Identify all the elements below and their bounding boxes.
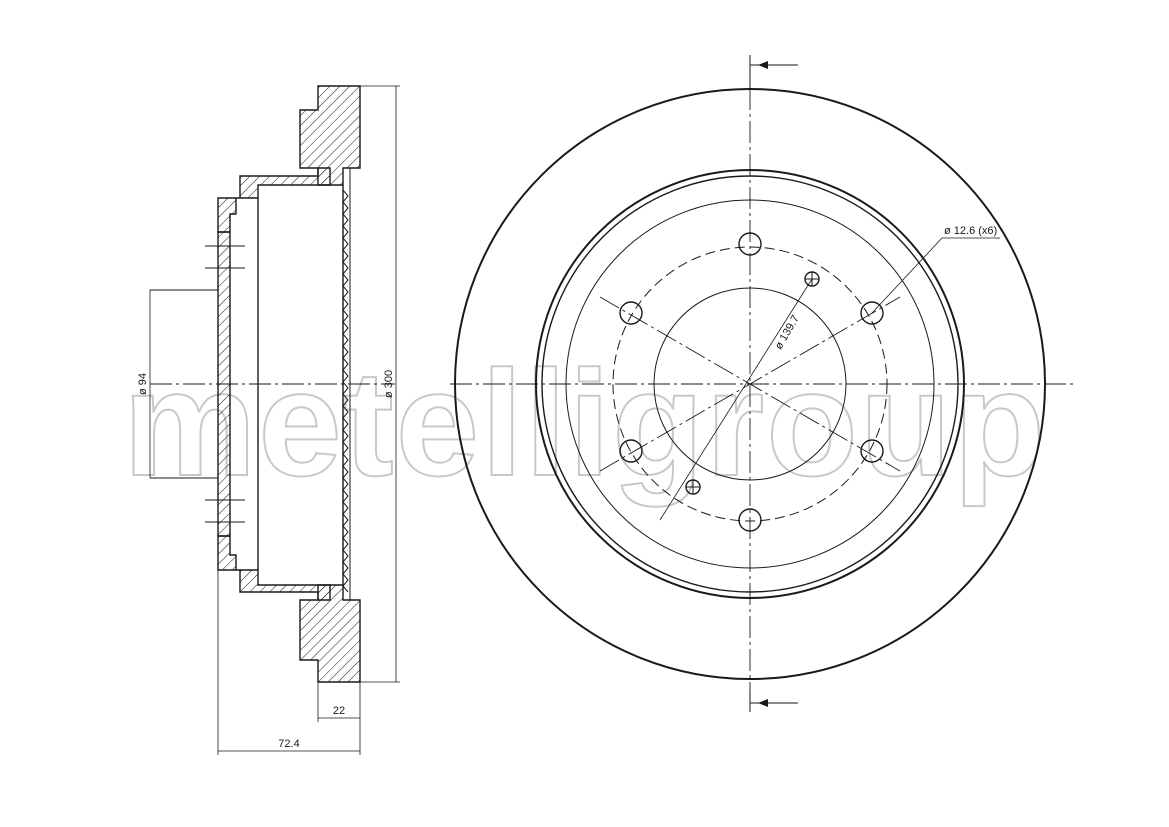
hat-section-upper bbox=[217, 167, 331, 233]
bolt-hole bbox=[619, 301, 643, 325]
watermark: metelligroup bbox=[123, 339, 1047, 507]
dimension-outer-diameter: ø 300 bbox=[383, 370, 395, 398]
dimension-bolt-hole: ø 12.6 (x6) bbox=[944, 225, 997, 237]
bolt-hole bbox=[619, 439, 643, 463]
hat-section-lower bbox=[217, 535, 331, 601]
dimension-overall-height: 72.4 bbox=[278, 738, 299, 750]
side-section-view: ø 94 ø 300 22 72.4 bbox=[137, 85, 400, 755]
dimension-disc-thickness: 22 bbox=[333, 705, 345, 717]
bolt-hole bbox=[860, 301, 884, 325]
bolt-hole bbox=[860, 439, 884, 463]
dimension-centering-diameter: ø 94 bbox=[137, 373, 149, 395]
bolt-holes bbox=[619, 232, 884, 532]
bolt-hole bbox=[738, 232, 762, 256]
front-view: ø 139.7 ø 12.6 (x6) bbox=[450, 55, 1075, 712]
bolt-hole bbox=[738, 508, 762, 532]
